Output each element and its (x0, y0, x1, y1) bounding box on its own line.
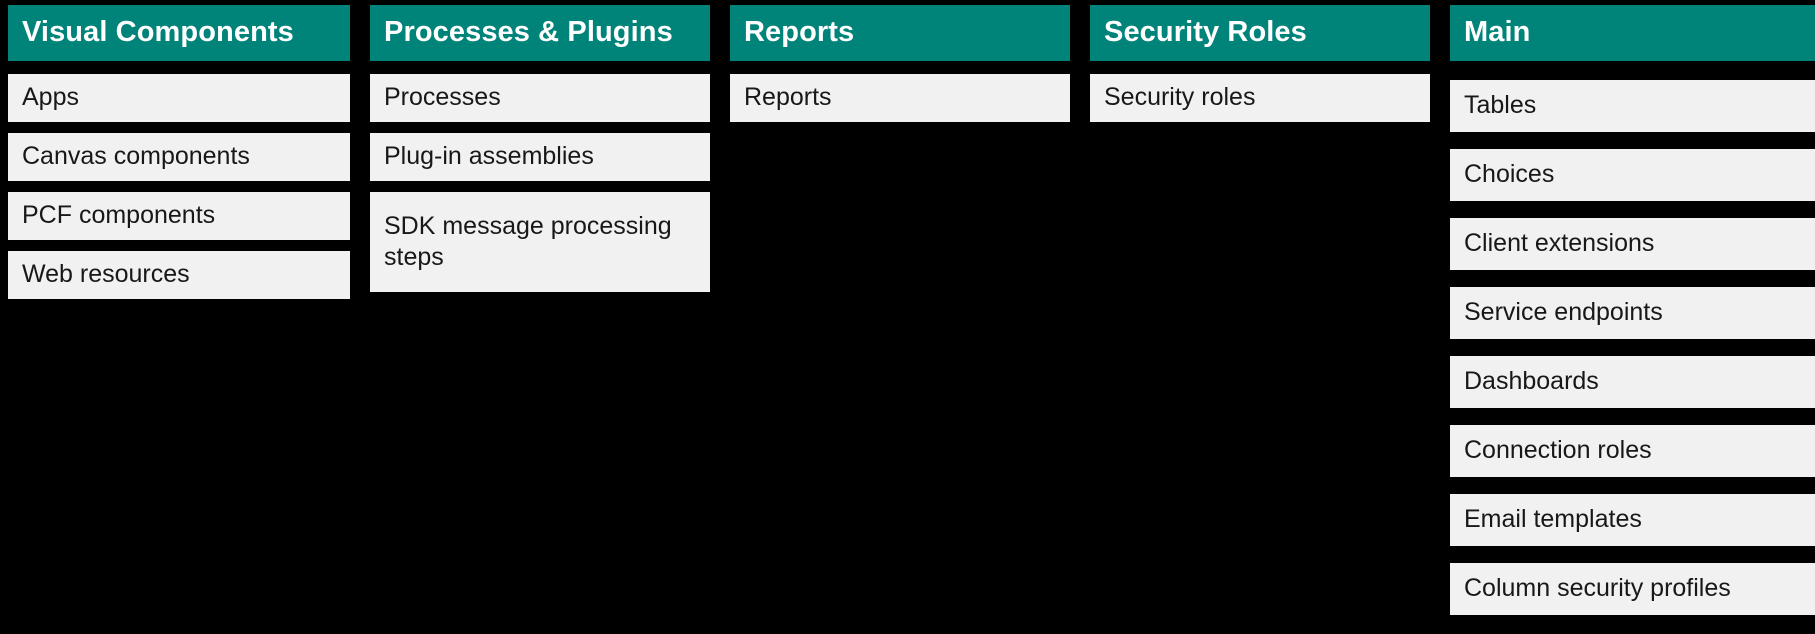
column-items-security-roles: Security roles (1090, 74, 1430, 122)
column-reports: Reports Reports (730, 5, 1070, 122)
column-header-main: Main (1450, 5, 1815, 61)
column-visual-components: Visual Components Apps Canvas components… (8, 5, 350, 299)
list-item[interactable]: Choices (1450, 149, 1815, 201)
column-header-security-roles: Security Roles (1090, 5, 1430, 61)
column-header-processes-plugins: Processes & Plugins (370, 5, 710, 61)
list-item[interactable]: Canvas components (8, 133, 350, 181)
column-processes-plugins: Processes & Plugins Processes Plug-in as… (370, 5, 710, 292)
list-item[interactable]: PCF components (8, 192, 350, 240)
list-item[interactable]: SDK message processing steps (370, 192, 710, 292)
list-item[interactable]: Plug-in assemblies (370, 133, 710, 181)
list-item[interactable]: Dashboards (1450, 356, 1815, 408)
list-item[interactable]: Apps (8, 74, 350, 122)
column-items-visual-components: Apps Canvas components PCF components We… (8, 74, 350, 299)
list-item[interactable]: Web resources (8, 251, 350, 299)
list-item[interactable]: Column security profiles (1450, 563, 1815, 615)
list-item[interactable]: Security roles (1090, 74, 1430, 122)
list-item[interactable]: Service endpoints (1450, 287, 1815, 339)
column-main: Main Tables Choices Client extensions Se… (1450, 5, 1815, 615)
list-item[interactable]: Processes (370, 74, 710, 122)
list-item[interactable]: Connection roles (1450, 425, 1815, 477)
column-items-reports: Reports (730, 74, 1070, 122)
list-item[interactable]: Tables (1450, 80, 1815, 132)
column-security-roles: Security Roles Security roles (1090, 5, 1430, 122)
column-items-processes-plugins: Processes Plug-in assemblies SDK message… (370, 74, 710, 292)
column-items-main: Tables Choices Client extensions Service… (1450, 80, 1815, 615)
column-header-reports: Reports (730, 5, 1070, 61)
list-item[interactable]: Client extensions (1450, 218, 1815, 270)
list-item[interactable]: Reports (730, 74, 1070, 122)
list-item[interactable]: Email templates (1450, 494, 1815, 546)
column-header-visual-components: Visual Components (8, 5, 350, 61)
